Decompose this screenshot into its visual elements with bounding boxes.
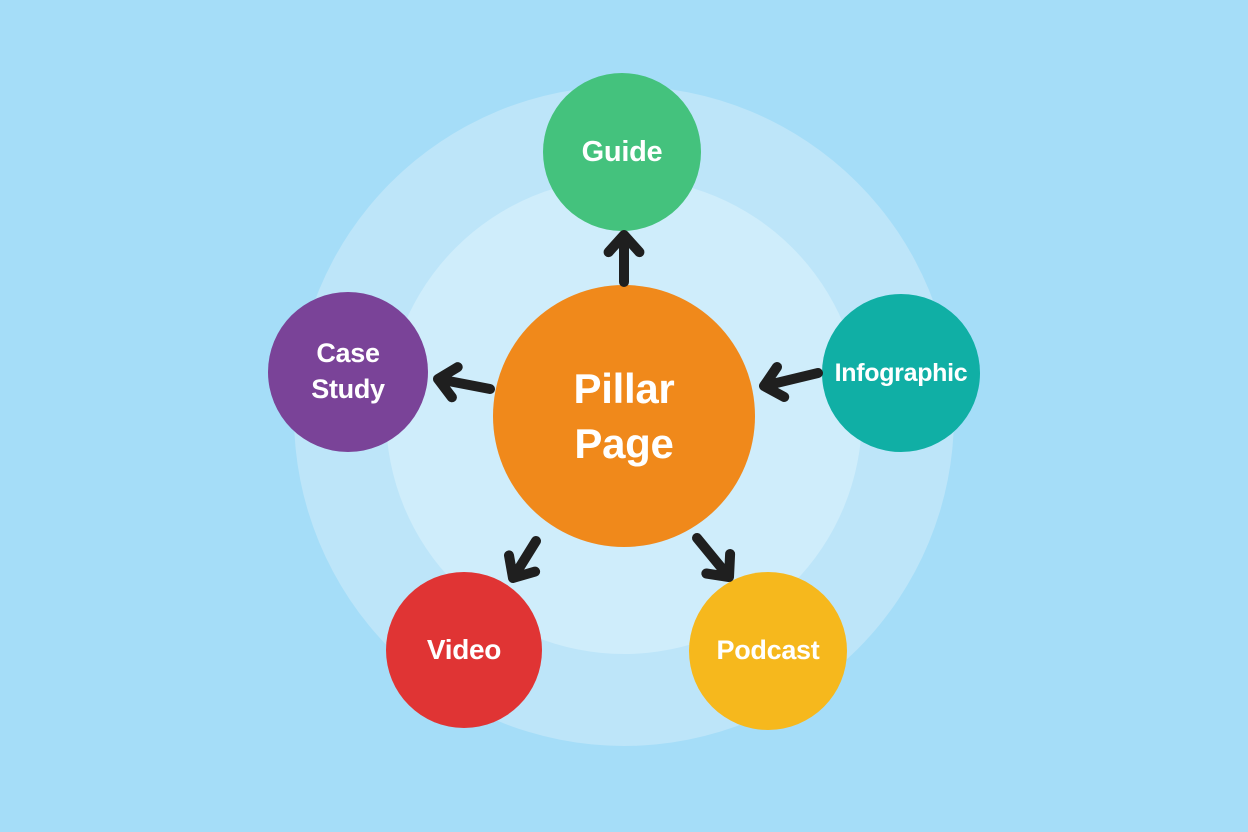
node-case-study: Case Study — [268, 292, 428, 452]
guide-label-text: Guide — [581, 135, 663, 168]
node-video: Video — [386, 572, 542, 728]
node-case-study-label: Case Study — [311, 336, 385, 407]
node-podcast: Podcast — [689, 572, 847, 730]
node-video-label: Video — [426, 632, 502, 669]
infographic-label-text: Infographic — [834, 358, 968, 387]
video-label-text: Video — [426, 633, 502, 665]
node-pillar-page-label: Pillar Page — [574, 361, 675, 472]
node-pillar-page: Pillar Page — [493, 285, 755, 547]
pillar-page-line-1: Pillar — [573, 364, 675, 412]
case-study-line-1: Case — [316, 338, 380, 369]
pillar-page-line-2: Page — [574, 420, 674, 467]
node-infographic: Infographic — [822, 294, 980, 452]
podcast-label-text: Podcast — [716, 635, 820, 666]
case-study-line-2: Study — [311, 374, 385, 404]
node-guide-label: Guide — [582, 133, 663, 171]
node-guide: Guide — [543, 73, 701, 231]
node-infographic-label: Infographic — [835, 357, 968, 390]
node-podcast-label: Podcast — [717, 633, 820, 669]
